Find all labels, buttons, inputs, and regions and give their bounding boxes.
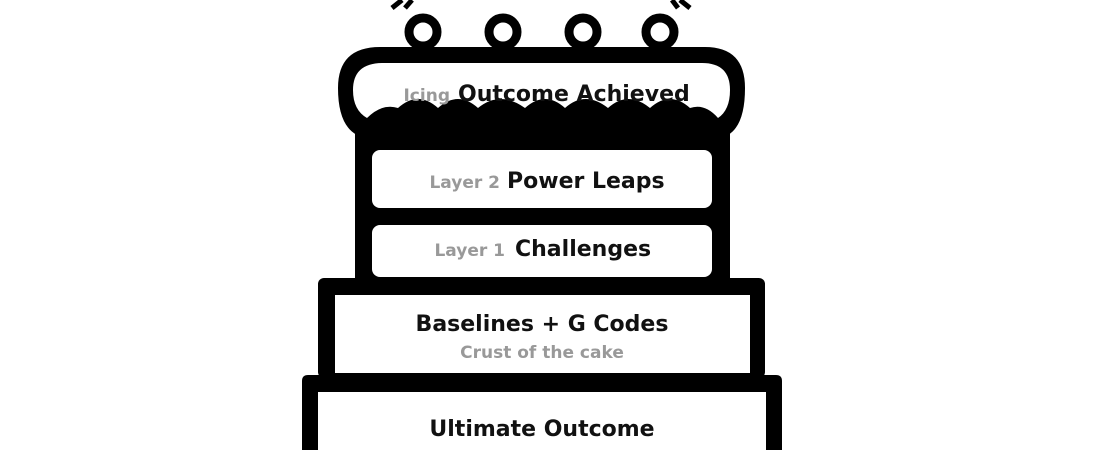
icing-inner: [353, 63, 730, 118]
base-title: Ultimate Outcome: [429, 417, 654, 442]
banner-right-edge: [670, 0, 692, 10]
candle-3: [564, 13, 602, 51]
candle-4: [641, 13, 679, 51]
crust-subtitle: Crust of the cake: [460, 343, 624, 363]
layer-1-tag: Layer 1: [434, 241, 505, 261]
icing-title: Outcome Achieved: [458, 82, 690, 107]
layer-2-title: Power Leaps: [507, 169, 665, 194]
banner-left-edge: [390, 0, 414, 10]
layer-2-tag: Layer 2: [429, 173, 500, 193]
layer-2-box: [372, 150, 712, 208]
icing-scallops: [358, 119, 727, 142]
icing-tag: Icing: [403, 86, 450, 106]
base-inner: [318, 392, 766, 450]
candle-1: [404, 13, 442, 51]
layer-1-box: [372, 225, 712, 277]
candles: [404, 13, 679, 51]
layer-1-title: Challenges: [515, 237, 651, 262]
candle-2: [484, 13, 522, 51]
crust-title: Baselines + G Codes: [416, 312, 669, 337]
crust-inner: [335, 295, 750, 373]
